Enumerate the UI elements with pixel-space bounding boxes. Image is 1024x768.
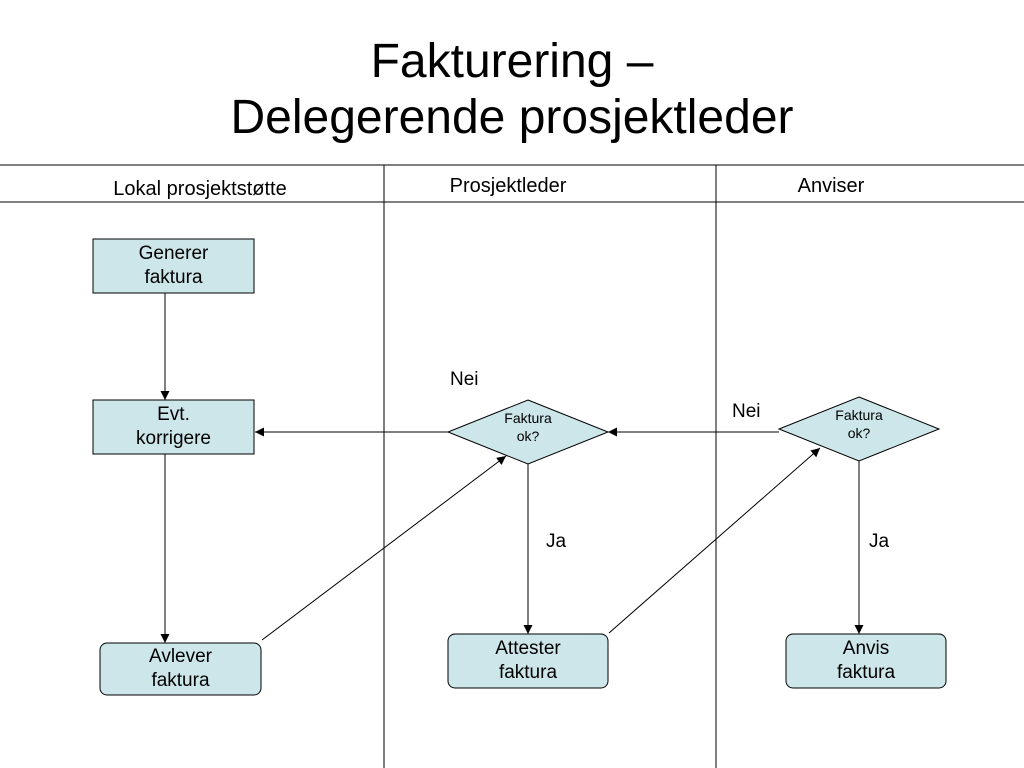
node-avlever-faktura [99,642,262,696]
edge-label-ja-anviser: Ja [869,531,890,552]
node-evt-korrigere-label: Evt.korrigere [136,404,211,449]
node-evt-korrigere [92,399,255,455]
edge-avlever-to-faktura-ok [261,455,507,641]
edge-label-nei-prosjektleder: Nei [450,369,479,390]
node-generer-faktura [92,238,255,294]
lane-header-lokal-prosjektstotte: Lokal prosjektstøtte [113,178,287,200]
lane-header-anviser: Anviser [797,175,865,197]
edge-attester-to-faktura-ok-anviser [608,447,821,634]
lane-header-prosjektleder: Prosjektleder [449,175,567,197]
title-line-1: Fakturering – [370,35,654,88]
edge-label-ja-prosjektleder: Ja [546,531,567,552]
title-line-2: Delegerende prosjektleder [230,91,794,144]
edge-label-nei-anviser: Nei [732,401,761,422]
node-anvis-faktura [785,633,947,689]
page-title: Fakturering – Delegerende prosjektleder [0,34,1024,146]
